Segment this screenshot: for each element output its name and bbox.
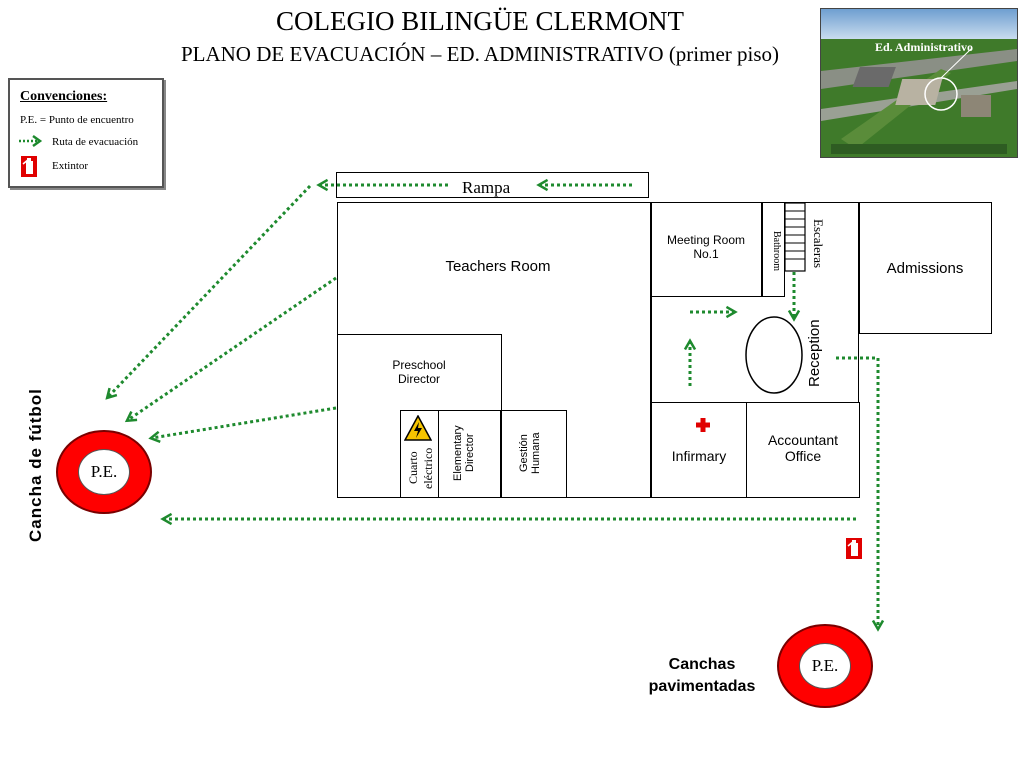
stairs-icon — [784, 202, 806, 272]
pe-label-pavimentadas: P.E. — [799, 643, 851, 689]
bathroom-label: Bathroom — [771, 231, 782, 271]
legend-extinguisher: Extintor — [52, 160, 89, 172]
aerial-caption: Ed. Administrativo — [875, 40, 974, 54]
accountant-office-label: Accountant Office — [767, 432, 839, 464]
canchas-pavimentadas-label: Canchas pavimentadas — [648, 656, 756, 695]
admissions-label: Admissions — [886, 260, 964, 277]
admissions — [859, 202, 992, 334]
meeting-room — [651, 202, 762, 297]
extinguisher-marker-icon — [846, 538, 862, 559]
route-arrow-icon — [19, 134, 43, 148]
reception-table — [745, 316, 803, 394]
meeting-point-pavimentadas: P.E. — [777, 624, 873, 708]
extinguisher-icon — [21, 156, 37, 177]
infirmary — [651, 402, 747, 498]
pe-label-futbol: P.E. — [78, 449, 130, 495]
meeting-point-futbol: P.E. — [56, 430, 152, 514]
legend-pe: P.E. = Punto de encuentro — [20, 114, 134, 126]
legend-heading: Convenciones: — [20, 89, 108, 104]
page-title: COLEGIO BILINGÜE CLERMONT — [276, 6, 684, 36]
meeting-room-label: Meeting Room No.1 — [666, 233, 746, 261]
electrical-hazard-icon — [404, 415, 432, 441]
infirmary-label: Infirmary — [671, 448, 727, 464]
legend-route: Ruta de evacuación — [52, 136, 139, 148]
elementary-director-room — [438, 410, 501, 498]
first-aid-cross-icon — [696, 418, 710, 432]
rampa-label: Rampa — [462, 178, 511, 197]
page-subtitle: PLANO DE EVACUACIÓN – ED. ADMINISTRATIVO… — [180, 42, 780, 66]
rampa-box — [336, 172, 649, 198]
accountant-office — [746, 402, 860, 498]
teachers-room-label: Teachers Room — [445, 258, 551, 275]
aerial-photo: Ed. Administrativo — [820, 8, 1018, 158]
preschool-director-label: Preschool Director — [392, 358, 446, 386]
gestion-humana-room — [501, 410, 567, 498]
legend: Convenciones: P.E. = Punto de encuentro … — [8, 78, 164, 188]
escaleras-label: Escaleras — [811, 219, 826, 269]
cancha-futbol-label: Cancha de fútbol — [26, 388, 45, 542]
